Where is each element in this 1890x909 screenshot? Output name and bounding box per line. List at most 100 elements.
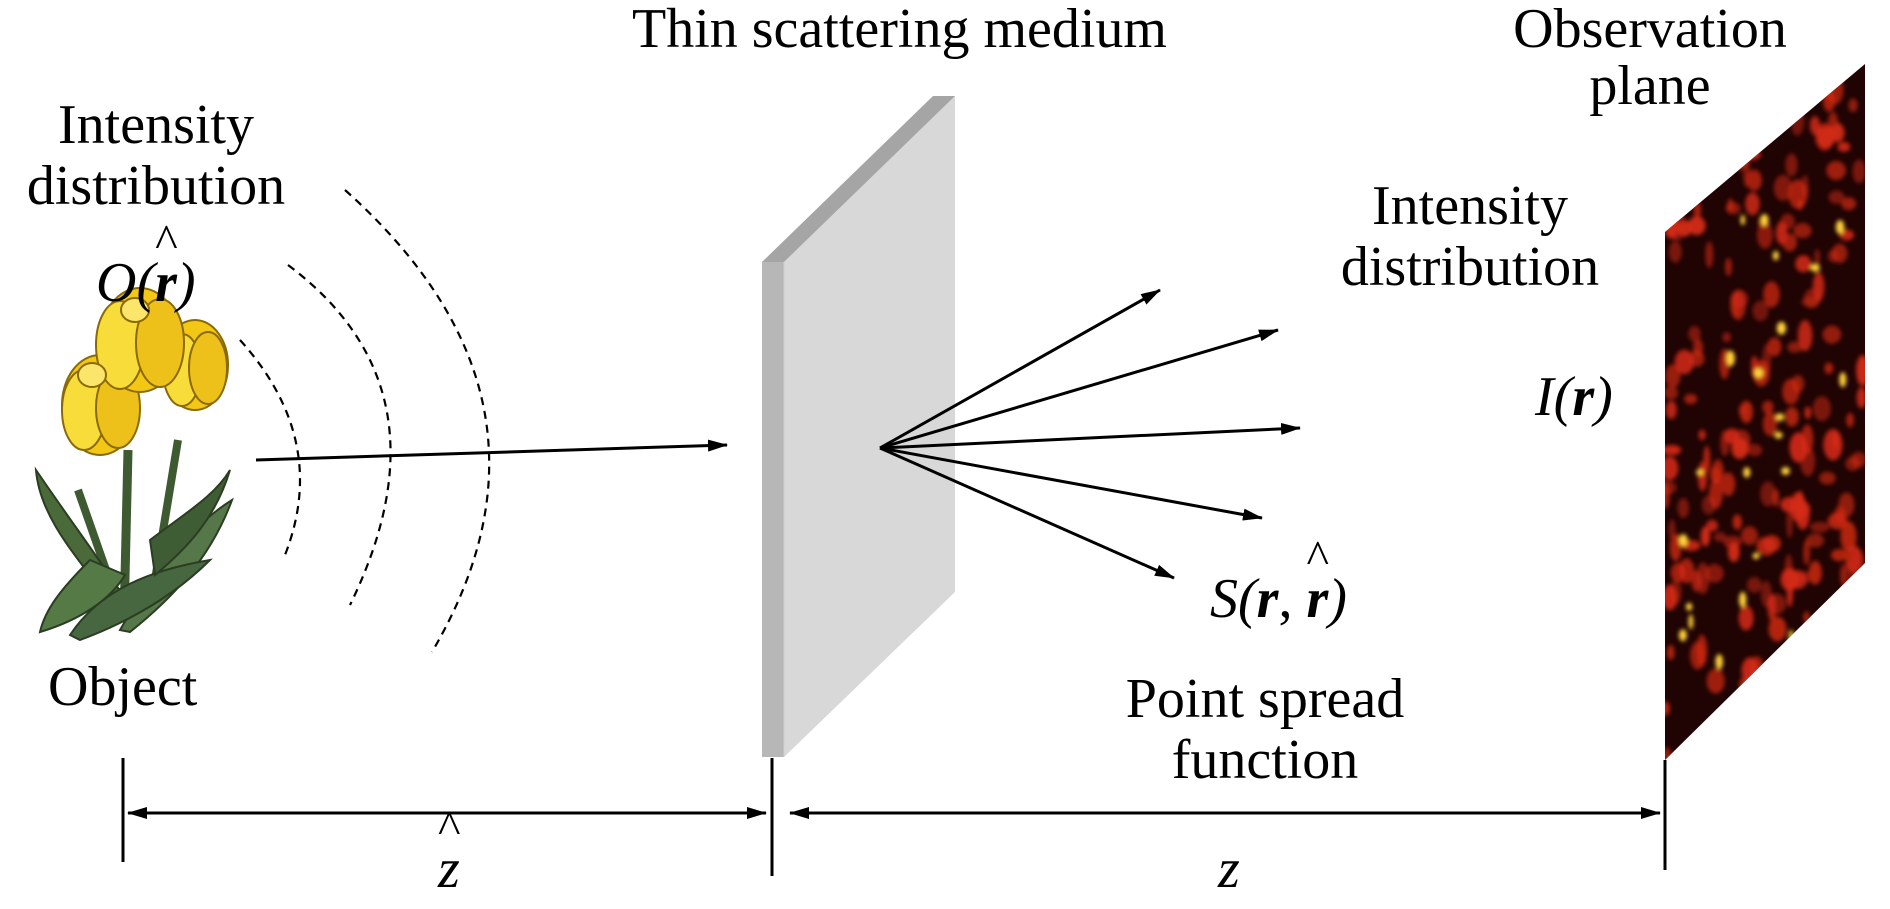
speckle-spot — [1826, 161, 1846, 180]
speckle-spot — [1794, 745, 1803, 756]
speckle-spot — [1856, 386, 1865, 409]
speckle-spot — [1665, 445, 1682, 456]
psf-arg2: r — [1306, 568, 1329, 630]
speckle-spot — [1845, 544, 1862, 573]
speckle-spot — [1797, 738, 1816, 760]
speckle-spot — [1762, 411, 1778, 437]
speckle-spot — [1843, 664, 1863, 681]
speckle-spot — [1763, 535, 1781, 553]
image-intensity-func: I — [1535, 366, 1554, 428]
speckle-spot — [1745, 192, 1760, 216]
speckle-spot — [1738, 404, 1747, 416]
speckle-spot — [1760, 481, 1776, 507]
speckle-spot — [1796, 490, 1805, 522]
speckle-spot — [1845, 618, 1854, 640]
wavefronts — [239, 189, 491, 653]
image-intensity-arg: r — [1572, 366, 1595, 428]
speckle-spot — [1670, 579, 1682, 605]
object-intensity-label-line1: Intensity — [58, 94, 254, 156]
speckle-spot — [1785, 407, 1799, 427]
speckle-spot — [1804, 725, 1822, 740]
speckle-spot — [1757, 750, 1765, 760]
speckle-spot — [1797, 320, 1813, 352]
wavefront-2 — [287, 264, 392, 606]
speckle-spot — [1797, 199, 1804, 211]
psf-label-line2: function — [1171, 728, 1359, 791]
speckle-spot — [1839, 564, 1846, 586]
speckle-spot — [1752, 300, 1769, 322]
speckle-spot — [1806, 533, 1825, 548]
speckle-spot — [1762, 400, 1774, 414]
speckle-spot — [1686, 162, 1694, 183]
speckle-spot — [1723, 140, 1735, 162]
speckle-bright-spot — [1774, 431, 1783, 439]
speckle-spot — [1706, 519, 1719, 532]
speckle-spot — [1665, 480, 1677, 495]
tulip-bouquet-icon — [34, 287, 234, 642]
object-distance-value: z — [438, 838, 460, 900]
speckle-spot — [1807, 670, 1815, 687]
speckle-spot — [1838, 492, 1855, 518]
speckle-spot — [1678, 558, 1695, 584]
speckle-spot — [1840, 668, 1859, 698]
speckle-spot — [1791, 375, 1805, 393]
speckle-spot — [1845, 456, 1861, 471]
speckle-spot — [1665, 364, 1681, 388]
speckle-spot — [1727, 541, 1740, 563]
speckle-spot — [1717, 741, 1738, 760]
speckle-spot — [1705, 241, 1714, 268]
speckle-spot — [1786, 578, 1793, 608]
speckle-spot — [1787, 341, 1803, 353]
speckle-spot — [1665, 456, 1679, 481]
object-intensity-arg: r — [155, 252, 177, 314]
speckle-spot — [1812, 271, 1825, 302]
speckle-spot — [1831, 623, 1842, 644]
speckle-spot — [1665, 701, 1670, 716]
speckle-bright-spot — [1839, 372, 1847, 388]
speckle-bright-spot — [1739, 591, 1747, 608]
speckle-spot — [1768, 677, 1777, 693]
speckle-spot — [1757, 221, 1773, 249]
speckle-spot — [1828, 682, 1845, 704]
speckle-bright-spot — [1835, 220, 1845, 235]
observation-plane-label: Observation plane — [1500, 0, 1800, 117]
speckle-spot — [1775, 221, 1788, 245]
speckle-spot — [1693, 201, 1702, 219]
psf-label-line1: Point spread — [1125, 668, 1405, 730]
speckle-spot — [1776, 724, 1787, 735]
speckle-spot — [1722, 332, 1732, 343]
speckle-spot — [1819, 471, 1836, 485]
speckle-spot — [1687, 216, 1706, 236]
speckle-spot — [1833, 622, 1843, 645]
speckle-spot — [1812, 396, 1831, 422]
speckle-spot — [1839, 653, 1856, 671]
speckle-spot — [1696, 634, 1708, 667]
speckle-spot — [1808, 704, 1818, 736]
speckle-bright-spot — [1772, 250, 1779, 261]
speckle-spot — [1849, 669, 1865, 700]
speckle-spot — [1820, 692, 1839, 718]
speckle-spot — [1815, 724, 1823, 739]
speckle-spot — [1818, 64, 1835, 74]
speckle-pattern-icon — [1665, 64, 1865, 760]
speckle-spot — [1789, 432, 1808, 463]
speckle-spot — [1763, 281, 1780, 308]
speckle-spot — [1772, 488, 1780, 507]
medium-label: Thin scattering medium — [632, 0, 1167, 60]
speckle-spot — [1829, 647, 1845, 661]
object-distance-symbol: ^z — [438, 801, 461, 901]
image-intensity-label-line2: distribution — [1340, 235, 1600, 298]
speckle-spot — [1720, 430, 1730, 457]
psf-sep: , — [1278, 568, 1293, 630]
speckle-spot — [1801, 296, 1820, 308]
speckle-spot — [1667, 116, 1675, 127]
speckle-spot — [1731, 293, 1741, 318]
speckle-spot — [1767, 593, 1777, 622]
psf-label: Point spread function — [1080, 668, 1450, 791]
speckle-bright-spot — [1685, 602, 1693, 611]
speckle-bright-spot — [1776, 321, 1787, 335]
speckle-spot — [1713, 532, 1727, 542]
speckle-spot — [1666, 644, 1675, 661]
speckle-spot — [1845, 64, 1854, 75]
speckle-spot — [1814, 249, 1821, 265]
